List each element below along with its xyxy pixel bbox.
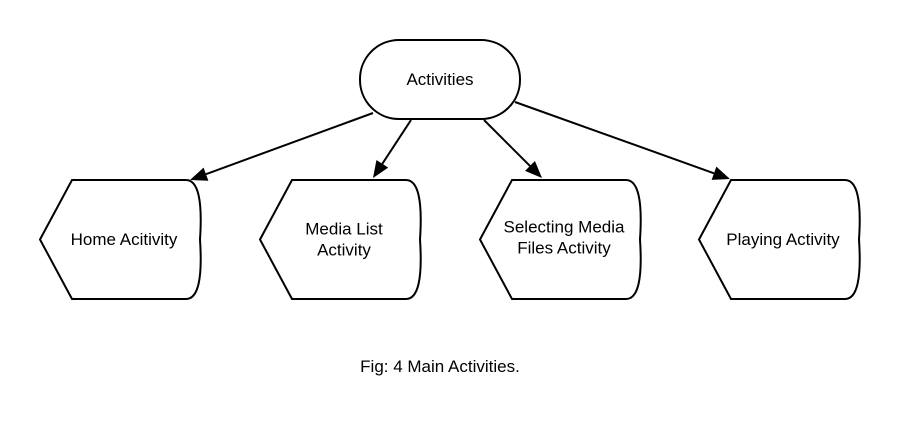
figure-caption: Fig: 4 Main Activities. [360, 357, 520, 376]
selecting-media-files-label-line-2: Files Activity [517, 239, 611, 258]
media-list-display-shape [258, 179, 422, 300]
edge-to-selecting-media-files [483, 119, 542, 178]
node-playing: Playing Activity [697, 179, 861, 300]
home-label: Home Acitivity [71, 230, 178, 249]
edge-to-media-list [373, 119, 412, 178]
media-list-label-line-1: Media List [305, 220, 383, 239]
edge-to-home [190, 112, 374, 181]
arrowhead [525, 161, 542, 178]
selecting-media-files-label-line-1: Selecting Media [504, 218, 626, 237]
activities-pill-shape [359, 39, 521, 120]
node-activities: Activities [359, 39, 521, 120]
edge-line [381, 119, 412, 165]
arrowhead [373, 159, 389, 178]
edge-to-playing [514, 101, 730, 180]
edge-line [205, 112, 374, 176]
playing-label: Playing Activity [726, 230, 840, 249]
activities-label: Activities [406, 70, 473, 89]
edges-layer [190, 101, 730, 181]
selecting-media-files-display-shape [478, 179, 642, 300]
media-list-label-line-2: Activity [317, 241, 371, 260]
node-home: Home Acitivity [38, 179, 202, 300]
arrowhead [190, 167, 209, 181]
edge-line [483, 119, 531, 167]
home-display-shape [38, 179, 202, 300]
edge-line [514, 101, 715, 175]
arrowhead [711, 166, 730, 180]
playing-display-shape [697, 179, 861, 300]
